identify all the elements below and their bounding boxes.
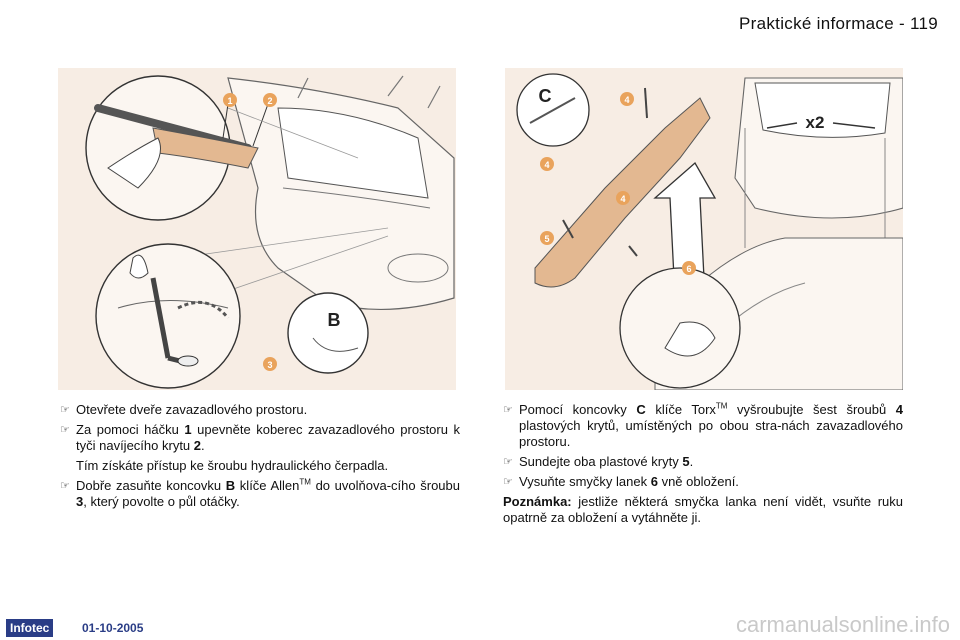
instructions-right: ☞ Pomocí koncovky C klíče TorxTM vyšroub… xyxy=(503,402,903,526)
multiplier-label: x2 xyxy=(806,113,825,132)
callout-4c: 4 xyxy=(620,194,625,204)
note-label: Poznámka: xyxy=(503,494,572,509)
print-date: 01-10-2005 xyxy=(82,621,144,635)
step-insert-allen: ☞ Dobře zasuňte koncovku B klíče AllenTM… xyxy=(60,478,460,510)
watermark: carmanualsonline.info xyxy=(735,612,950,637)
step-text: , který povolte o půl otáčky. xyxy=(83,494,240,509)
step-text: Vysuňte smyčky lanek xyxy=(519,474,651,489)
step-pull-loops: ☞ Vysuňte smyčky lanek 6 vně obložení. xyxy=(503,474,903,490)
step-fix-carpet: ☞ Za pomoci háčku 1 upevněte koberec zav… xyxy=(60,422,460,454)
step-text: upevněte koberec zavazadlového prostoru … xyxy=(76,422,461,453)
ref-4: 4 xyxy=(895,402,903,417)
callout-6: 6 xyxy=(686,264,691,274)
illustration-hydraulic-pump-access: 1 2 3 B xyxy=(58,68,456,390)
step-text: Sundejte oba plastové kryty xyxy=(519,454,683,469)
bullet-icon: ☞ xyxy=(60,404,70,416)
detail-label-c: C xyxy=(539,86,552,106)
ref-3: 3 xyxy=(76,494,84,509)
instructions-left: ☞ Otevřete dveře zavazadlového prostoru.… xyxy=(60,402,460,514)
bullet-icon: ☞ xyxy=(60,424,70,436)
ref-5: 5 xyxy=(682,454,690,469)
step-text: klíče Torx xyxy=(645,402,716,417)
callout-4a: 4 xyxy=(624,95,629,105)
ref-6: 6 xyxy=(650,474,658,489)
step-text: vyšroubujte šest šroubů xyxy=(727,402,896,417)
trademark: TM xyxy=(715,401,728,411)
step-text: do uvolňova-cího šroubu xyxy=(310,478,460,493)
step-unscrew-torx: ☞ Pomocí koncovky C klíče TorxTM vyšroub… xyxy=(503,402,903,450)
infotec-logo: Infotec xyxy=(6,619,54,637)
step-text: Otevřete dveře zavazadlového prostoru. xyxy=(76,402,308,417)
bullet-icon: ☞ xyxy=(503,404,513,416)
step-text: vně obložení. xyxy=(657,474,739,489)
note-text: jestliže některá smyčka lanka není vidět… xyxy=(503,494,903,525)
callout-1: 1 xyxy=(227,96,232,106)
step-text: Dobře zasuňte koncovku xyxy=(76,478,226,493)
illustration-plastic-covers-removal: C x2 4 4 4 5 6 xyxy=(505,68,903,390)
ref-2: 2 xyxy=(193,438,202,453)
step-open-trunk: ☞ Otevřete dveře zavazadlového prostoru. xyxy=(60,402,460,418)
step-subtext: Tím získáte přístup ke šroubu hydraulick… xyxy=(76,458,389,473)
trademark: TM xyxy=(299,477,311,487)
detail-label-b: B xyxy=(328,310,341,330)
callout-3: 3 xyxy=(267,360,272,370)
ref-b: B xyxy=(225,478,236,493)
bullet-icon: ☞ xyxy=(60,480,70,492)
callout-5: 5 xyxy=(544,234,549,244)
callout-2: 2 xyxy=(267,96,272,106)
ref-c: C xyxy=(636,402,646,417)
illustration-left-svg: 1 2 3 B xyxy=(85,75,455,389)
step-remove-covers: ☞ Sundejte oba plastové kryty 5. xyxy=(503,454,903,470)
illustration-right-svg: C x2 4 4 4 5 6 xyxy=(516,73,903,390)
ref-1: 1 xyxy=(184,422,192,437)
page-header: Praktické informace - 119 xyxy=(739,14,938,33)
note: Poznámka: jestliže některá smyčka lanka … xyxy=(503,494,903,526)
step-text: . xyxy=(689,454,694,469)
step-text: plastových krytů, umístěných po obou str… xyxy=(519,418,903,449)
callout-4b: 4 xyxy=(544,160,549,170)
bullet-icon: ☞ xyxy=(503,456,513,468)
step-text: Za pomoci háčku xyxy=(76,422,185,437)
step-text: Pomocí koncovky xyxy=(519,402,637,417)
bullet-icon: ☞ xyxy=(503,476,513,488)
step-text: klíče Allen xyxy=(235,478,300,493)
step-text: . xyxy=(201,438,205,453)
